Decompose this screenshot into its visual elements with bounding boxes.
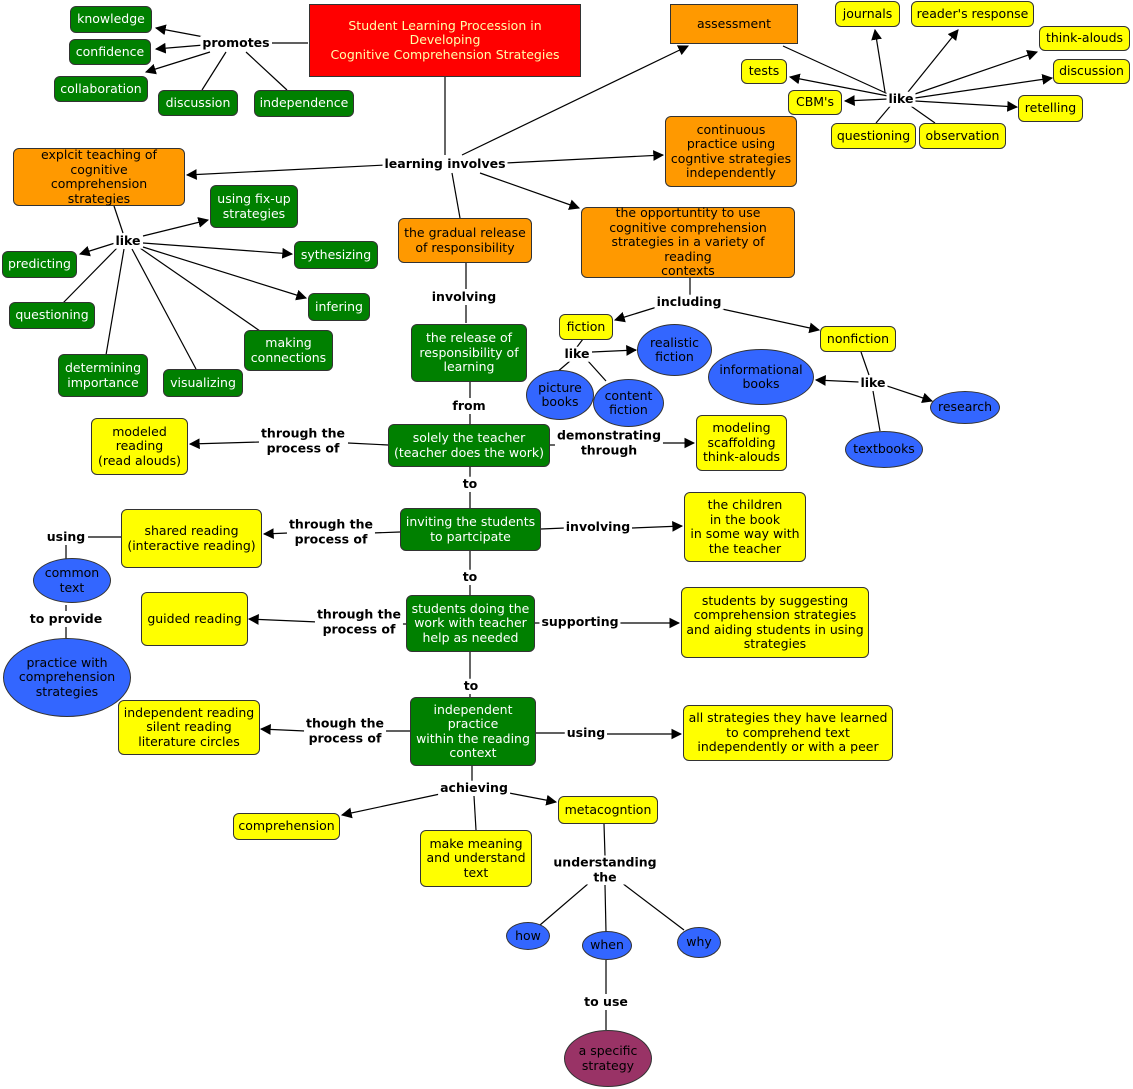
label-to-provide: to provide [27, 610, 105, 627]
node-readers-response[interactable]: reader's response [911, 1, 1034, 27]
title-box[interactable]: Student Learning Procession in Developin… [309, 4, 581, 77]
node-infering[interactable]: infering [308, 293, 370, 321]
node-modeling-scaffolding[interactable]: modeling scaffolding think-alouds [696, 415, 787, 471]
label-involving-children: involving [563, 518, 633, 535]
label-like-strategies: like [113, 232, 143, 249]
node-why[interactable]: why [677, 927, 721, 958]
label-to-2: to [460, 568, 480, 585]
label-achieving: achieving [438, 779, 510, 796]
node-children-in-book[interactable]: the children in the book in some way wit… [684, 492, 806, 562]
node-making-connections[interactable]: making connections [244, 330, 333, 371]
node-continuous-practice[interactable]: continuous practice using cogntive strat… [665, 116, 797, 187]
label-through-process-shared: through the process of [286, 516, 376, 547]
node-modeled-reading[interactable]: modeled reading (read alouds) [91, 418, 188, 475]
node-questioning-strategy[interactable]: questioning [9, 302, 95, 329]
node-visualizing[interactable]: visualizing [163, 369, 243, 397]
node-independent-reading[interactable]: independent reading silent reading liter… [118, 700, 260, 755]
label-supporting: supporting [539, 613, 621, 630]
node-when[interactable]: when [582, 931, 632, 960]
node-cbms[interactable]: CBM's [788, 90, 842, 115]
node-determining-importance[interactable]: determining importance [58, 354, 148, 397]
node-tests[interactable]: tests [741, 59, 787, 84]
node-sythesizing[interactable]: sythesizing [294, 241, 378, 269]
label-like-nonfiction: like [858, 374, 888, 391]
label-learning-involves: learning involves [382, 155, 508, 172]
node-questioning-assessment[interactable]: questioning [831, 123, 916, 149]
label-though-process-independent: though the process of [304, 715, 386, 746]
label-using-all-strategies: using [564, 724, 608, 741]
node-content-fiction[interactable]: content fiction [593, 379, 664, 427]
node-informational-books[interactable]: informational books [708, 349, 814, 405]
label-like-fiction: like [562, 345, 592, 362]
node-gradual-release[interactable]: the gradual release of responsibility [398, 218, 532, 263]
node-assessment[interactable]: assessment [670, 4, 798, 44]
node-observation[interactable]: observation [919, 123, 1006, 149]
node-collaboration[interactable]: collaboration [54, 76, 148, 102]
node-discussion-promotes[interactable]: discussion [158, 90, 238, 116]
node-solely-teacher[interactable]: solely the teacher (teacher does the wor… [388, 424, 550, 467]
node-realistic-fiction[interactable]: realistic fiction [637, 324, 712, 376]
label-to-3: to [461, 677, 481, 694]
label-demonstrating-through: demonstrating through [554, 427, 664, 458]
node-students-doing-work[interactable]: students doing the work with teacher hel… [406, 595, 535, 652]
node-opportunity[interactable]: the opportuntity to use cognitive compre… [581, 206, 795, 278]
node-confidence[interactable]: confidence [69, 39, 151, 65]
node-shared-reading[interactable]: shared reading (interactive reading) [121, 509, 262, 568]
label-including: including [654, 293, 724, 310]
label-to-use: to use [582, 993, 630, 1010]
label-to-1: to [460, 475, 480, 492]
label-through-process-modeled: through the process of [258, 425, 348, 456]
node-independence[interactable]: independence [254, 90, 354, 117]
node-fiction[interactable]: fiction [559, 314, 613, 340]
node-inviting-students[interactable]: inviting the students to partcipate [400, 508, 541, 551]
node-knowledge[interactable]: knowledge [70, 6, 152, 33]
node-make-meaning[interactable]: make meaning and understand text [420, 830, 532, 887]
node-textbooks[interactable]: textbooks [845, 431, 923, 468]
node-predicting[interactable]: predicting [2, 251, 77, 278]
node-journals[interactable]: journals [835, 1, 900, 27]
node-think-alouds-assessment[interactable]: think-alouds [1039, 26, 1130, 51]
node-specific-strategy[interactable]: a specific strategy [564, 1030, 652, 1087]
node-guided-reading[interactable]: guided reading [141, 592, 248, 646]
node-common-text[interactable]: common text [33, 558, 111, 603]
node-students-suggesting[interactable]: students by suggesting comprehension str… [681, 587, 869, 658]
node-practice-comprehension[interactable]: practice with comprehension strategies [3, 638, 131, 717]
node-metacognition[interactable]: metacogntion [558, 796, 658, 824]
node-discussion-assessment[interactable]: discussion [1053, 59, 1130, 84]
node-release-of-responsibility[interactable]: the release of responsibility of learnin… [411, 324, 527, 382]
node-fix-up-strategies[interactable]: using fix-up strategies [210, 185, 298, 228]
label-from: from [450, 397, 488, 414]
label-using-common-text: using [44, 528, 88, 545]
label-promotes: promotes [200, 34, 272, 51]
node-comprehension[interactable]: comprehension [233, 813, 340, 840]
label-through-process-guided: through the process of [314, 606, 404, 637]
node-research[interactable]: research [930, 391, 1000, 424]
label-like-assessment: like [886, 90, 916, 107]
node-explicit-teaching[interactable]: explcit teaching of cognitive comprehens… [13, 147, 185, 206]
label-understanding-the: understanding the [551, 854, 659, 885]
node-picture-books[interactable]: picture books [526, 370, 594, 420]
node-independent-practice[interactable]: independent practice within the reading … [410, 697, 536, 766]
node-how[interactable]: how [506, 922, 550, 950]
node-nonfiction[interactable]: nonfiction [820, 326, 896, 352]
node-retelling[interactable]: retelling [1018, 95, 1083, 122]
label-involving-gradual: involving [429, 288, 499, 305]
node-all-strategies[interactable]: all strategies they have learned to comp… [683, 705, 893, 761]
